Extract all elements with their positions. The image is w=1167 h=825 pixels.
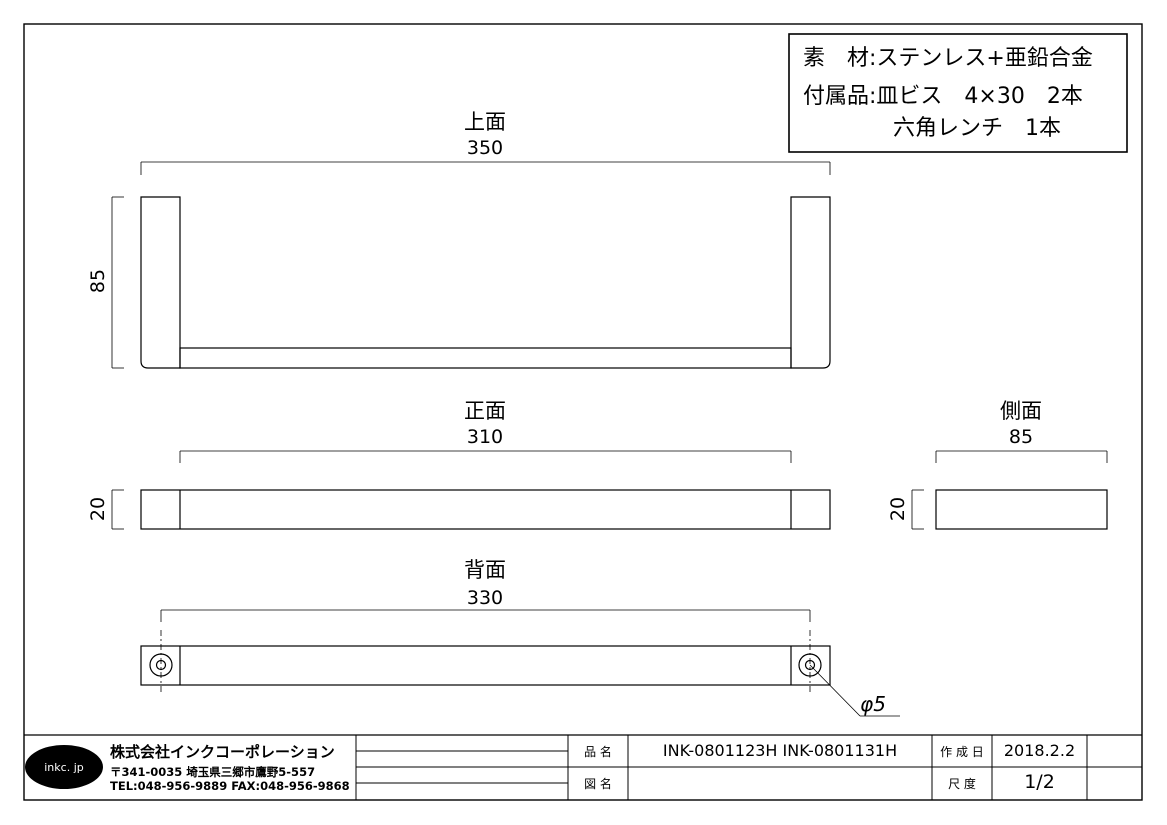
top-view-width-dim: 350 [466,137,504,159]
hole-diameter-dim: φ5 [860,692,886,716]
drawing-name-label: 図 名 [584,777,612,791]
back-view-width-dim: 330 [466,587,504,609]
created-date-label: 作 成 日 [940,745,984,759]
scale-value: 1/2 [1024,771,1055,793]
back-view-title: 背面 [464,558,506,582]
accessory-row: 付属品:皿ビス 4×30 2本 [803,83,1083,111]
company-address: 〒341-0035 埼玉県三郷市鷹野5-557 [110,765,316,779]
mounting-hole-left [149,653,173,677]
front-view-height-dim: 20 [87,496,109,522]
accessory-label: 付属品: [803,84,877,109]
front-view [111,450,831,530]
front-view-title: 正面 [464,399,506,423]
company-contact: TEL:048-956-9889 FAX:048-956-9868 [110,779,350,793]
company-logo: inkc. jp [25,745,103,789]
front-view-width-dim: 310 [466,426,504,448]
title-block-grid [24,734,1142,800]
spec-box-frame [788,33,1128,153]
top-view [111,161,831,369]
mounting-hole-right [798,653,822,677]
material-label: 素 材: [803,46,877,71]
sheet-border [23,23,1143,801]
side-view-title: 側面 [1000,399,1042,423]
accessory-line2: 六角レンチ 1本 [893,116,1061,141]
accessory-line1: 皿ビス 4×30 2本 [876,84,1083,109]
created-date-value: 2018.2.2 [1003,741,1076,760]
back-view [140,609,900,717]
product-name-label: 品 名 [584,745,612,759]
side-view [911,450,1108,530]
side-view-width-dim: 85 [1008,426,1034,448]
top-view-title: 上面 [464,110,506,134]
side-view-height-dim: 20 [887,496,909,522]
top-view-height-dim: 85 [87,268,109,294]
scale-label: 尺 度 [948,777,976,791]
material-row: 素 材:ステンレス+亜鉛合金 [803,45,1093,73]
material-value: ステンレス+亜鉛合金 [876,46,1093,71]
company-name: 株式会社インクコーポレーション [110,743,335,761]
logo-text: inkc. jp [44,760,84,774]
product-name-value: INK-0801123H INK-0801131H [662,741,898,760]
